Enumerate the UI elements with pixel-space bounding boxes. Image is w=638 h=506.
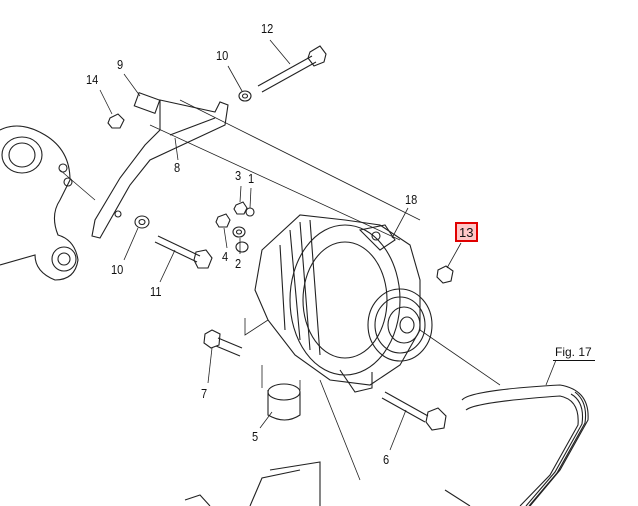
callout-14[interactable]: 14 xyxy=(86,72,99,87)
callout-13-label: 13 xyxy=(459,225,474,240)
leader-lines xyxy=(99,39,557,451)
bracket xyxy=(91,99,229,239)
callout-1[interactable]: 1 xyxy=(248,171,255,186)
callout-18[interactable]: 18 xyxy=(405,192,418,207)
belt xyxy=(461,384,589,506)
callout-4[interactable]: 4 xyxy=(222,249,229,264)
callout-9[interactable]: 9 xyxy=(117,57,124,72)
callout-5[interactable]: 5 xyxy=(252,429,259,444)
callout-12[interactable]: 12 xyxy=(261,21,274,36)
water-pump xyxy=(0,125,79,281)
bolt-12 xyxy=(257,45,327,93)
callout-7[interactable]: 7 xyxy=(201,386,208,401)
callout-10-bottom[interactable]: 10 xyxy=(111,262,124,277)
bolt-7 xyxy=(203,329,243,357)
bolt-11 xyxy=(154,235,213,269)
figure-reference-link[interactable]: Fig. 17 xyxy=(553,345,595,361)
alternator xyxy=(254,214,433,393)
bolt-6 xyxy=(381,391,447,431)
callout-2[interactable]: 2 xyxy=(235,256,242,271)
callout-8[interactable]: 8 xyxy=(174,160,181,175)
callout-6[interactable]: 6 xyxy=(383,452,390,467)
callout-10-top[interactable]: 10 xyxy=(216,48,229,63)
callout-11[interactable]: 11 xyxy=(150,284,162,299)
callout-13-highlighted[interactable]: 13 xyxy=(455,222,478,242)
callout-3[interactable]: 3 xyxy=(235,168,242,183)
